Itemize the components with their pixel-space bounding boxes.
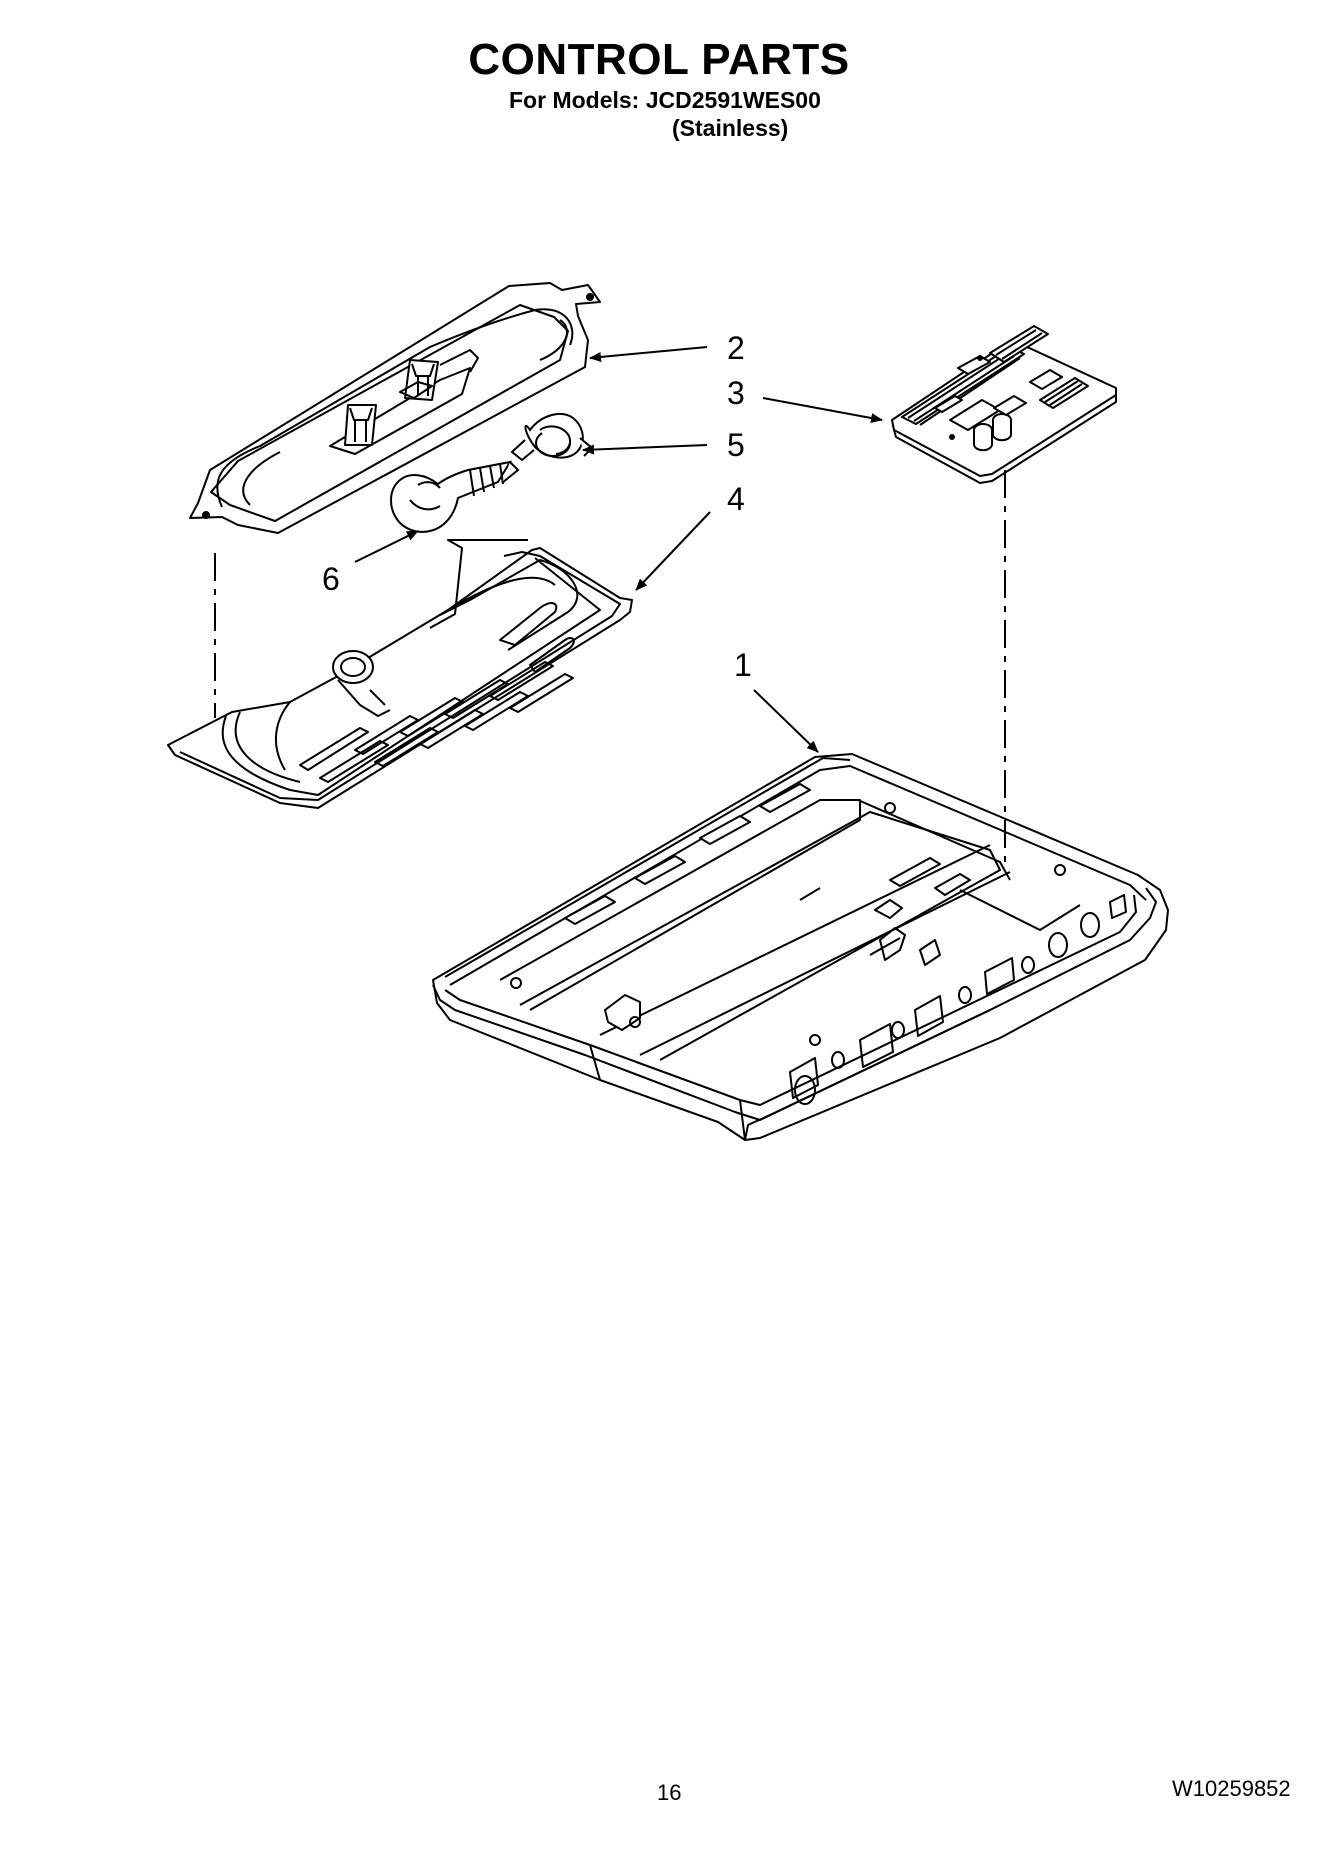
callout-3: 3 bbox=[727, 375, 745, 411]
light-lens-part bbox=[167, 539, 633, 809]
callout-6: 6 bbox=[322, 561, 340, 597]
control-board-part bbox=[891, 325, 1117, 484]
leader-2 bbox=[589, 346, 708, 362]
light-bulb-part bbox=[390, 460, 520, 533]
leader-3 bbox=[762, 397, 883, 423]
page-title: CONTROL PARTS bbox=[468, 35, 850, 84]
alignment-lines bbox=[214, 470, 1006, 865]
document-number: W10259852 bbox=[1172, 1776, 1291, 1801]
leader-1 bbox=[753, 689, 819, 753]
callout-1: 1 bbox=[734, 647, 752, 683]
leader-5 bbox=[582, 444, 708, 455]
callout-2: 2 bbox=[727, 330, 745, 366]
callout-4: 4 bbox=[727, 481, 745, 517]
lamp-socket-part bbox=[510, 413, 594, 462]
light-housing-part bbox=[189, 282, 601, 534]
leader-6 bbox=[354, 530, 419, 563]
leader-4 bbox=[635, 511, 711, 591]
page-number: 16 bbox=[657, 1780, 682, 1805]
leader-lines bbox=[354, 346, 883, 753]
models-line: For Models: JCD2591WES00 bbox=[509, 87, 821, 113]
console-panel-part bbox=[432, 753, 1169, 1141]
callout-5: 5 bbox=[727, 427, 745, 463]
variant-line: (Stainless) bbox=[672, 115, 789, 141]
